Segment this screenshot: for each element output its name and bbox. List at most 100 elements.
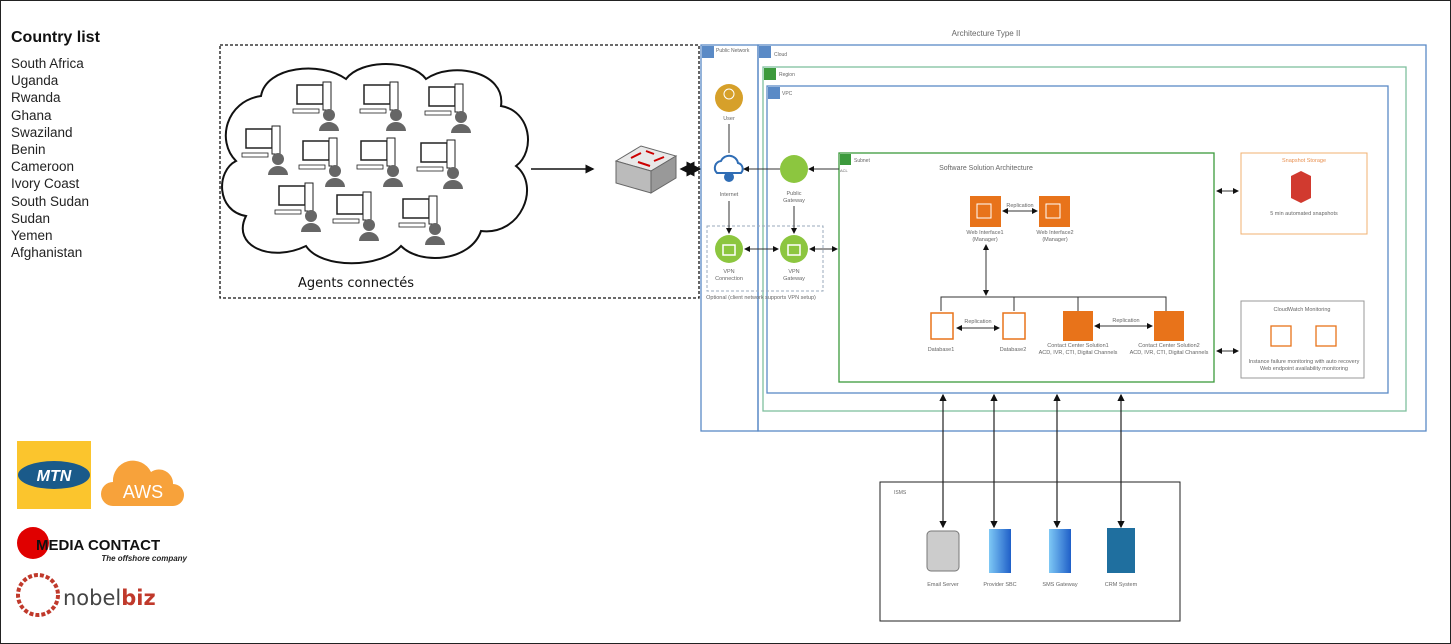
internet-icon [713,154,744,174]
svg-text:AWS: AWS [123,482,163,502]
cloud-label: Cloud [774,52,787,58]
provider-sbc-label: Provider SBC [983,582,1016,588]
agents-label: Agents connectés [298,276,414,291]
contact-center2-label: Contact Center Solution2 [1138,343,1199,349]
web-interface2-label: Web Interface2 [1036,230,1073,236]
region-flag-icon [764,68,776,80]
software-architecture-title: Software Solution Architecture [939,165,1033,172]
country-item: Swaziland [11,124,73,140]
subnet-label: Subnet [854,158,870,164]
vpn-connection-label: Connection [715,276,743,282]
region-label: Region [779,72,795,78]
s3-bucket-icon [1291,171,1311,203]
internet-label: Internet [720,192,739,198]
country-item: Ivory Coast [11,176,80,192]
replication-label: Replication [964,319,991,325]
agent-workstation-icon [332,191,379,241]
public-gateway-label: Public [787,191,802,197]
cloudwatch-endpoint-icon [1315,325,1337,347]
vpc-icon [768,87,780,99]
country-item: Afghanistan [11,245,83,261]
country-item: South Sudan [11,193,90,209]
country-list: Country list South Africa Uganda Rwanda … [11,29,100,261]
public-network-label: Public Network [716,48,750,54]
database1-icon [930,312,954,340]
database2-icon [1002,312,1026,340]
country-item: Uganda [11,73,59,89]
cloudwatch-box [1240,300,1365,379]
agent-workstation-icon [424,83,471,133]
cloudwatch-title: CloudWatch Monitoring [1274,307,1331,313]
subnet-lock-icon [840,154,851,165]
replication-label: Replication [1006,203,1033,209]
aws-logo: AWS [101,460,184,506]
public-network-icon [702,46,714,58]
region-box [762,66,1407,412]
vpn-connection-label: VPN [723,269,734,275]
contact-center2-sublabel: ACD, IVR, CTI, Digital Channels [1130,350,1209,356]
snapshot-storage-title: Snapshot Storage [1282,158,1326,164]
vpn-note: Optional (client network supports VPN se… [706,295,816,301]
contact-center1-sublabel: ACD, IVR, CTI, Digital Channels [1039,350,1118,356]
agent-workstation-icon [298,137,345,187]
web-interface1-icon [970,196,1001,227]
contact-center2-icon [1154,311,1184,341]
email-server-label: Email Server [927,582,959,588]
email-server-icon [926,530,960,572]
cloudwatch-instance-icon [1270,325,1292,347]
database1-label: Database1 [928,347,955,353]
country-item: Ghana [11,107,52,123]
country-item: Benin [11,142,46,158]
subnet-box [838,152,1215,383]
web-interface2-sublabel: (Manager) [1042,237,1068,243]
country-item: South Africa [11,56,84,71]
agent-workstation-icon [241,125,288,175]
media-contact-logo: MEDIA CONTACT The offshore company [17,527,188,563]
svg-text:MEDIA CONTACT: MEDIA CONTACT [36,537,160,554]
vpc-box [766,85,1389,394]
contact-center1-icon [1063,311,1093,341]
agent-workstation-icon [274,182,321,232]
replication-label: Replication [1112,318,1139,324]
database2-label: Database2 [1000,347,1027,353]
country-item: Rwanda [11,90,61,106]
provider-sbc-icon [989,529,1011,573]
country-item: Cameroon [11,159,75,175]
svg-text:MTN: MTN [37,468,72,485]
cloud-icon [759,46,771,58]
agent-workstation-icon [356,137,403,187]
agent-workstation-icon [359,81,406,131]
svg-text:nobelbiz: nobelbiz [63,586,156,610]
web-interface2-icon [1039,196,1070,227]
country-item: Yemen [11,228,53,244]
public-gateway-label: Gateway [783,198,805,204]
crm-system-icon [1107,528,1135,573]
public-gateway-icon [780,155,808,183]
architecture-title: Architecture Type II [952,29,1021,38]
web-interface1-sublabel: (Manager) [972,237,998,243]
acl-label: ACL [840,168,849,173]
user-label: User [723,116,735,122]
country-list-title: Country list [11,29,100,46]
switch-icon [614,145,678,194]
vpn-gateway-label: Gateway [783,276,805,282]
vpn-gateway-icon [780,235,808,263]
cloudwatch-line: Instance failure monitoring with auto re… [1249,359,1360,365]
vpn-gateway-label: VPN [788,269,799,275]
vpn-connection-icon [715,235,743,263]
agent-workstation-icon [416,139,463,189]
contact-center1-label: Contact Center Solution1 [1047,343,1108,349]
mtn-logo: MTN [17,441,91,509]
crm-system-label: CRM System [1105,582,1138,588]
vpc-label: VPC [782,91,793,97]
isms-box [879,481,1181,622]
sms-gateway-icon [1049,529,1071,573]
web-interface1-label: Web Interface1 [966,230,1003,236]
agent-workstation-icon [292,81,339,131]
snapshot-storage-text: 5 min automated snapshots [1270,211,1338,217]
nobelbiz-logo: nobelbiz [16,573,156,617]
agent-workstation-icon [398,195,445,245]
isms-title: ISMS [894,490,907,496]
cloudwatch-line: Web endpoint availability monitoring [1260,366,1348,372]
